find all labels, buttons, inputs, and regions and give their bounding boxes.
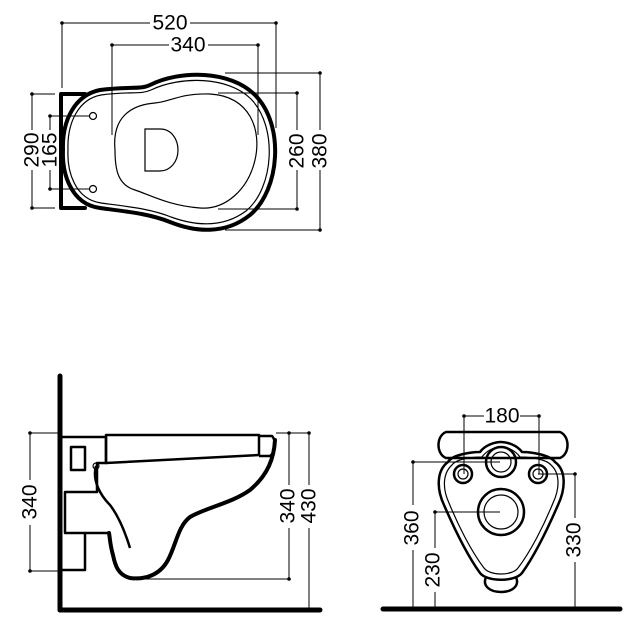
dimension-opening-length: 340 [110,34,260,135]
dimension-opening-width: 260 [218,91,309,211]
front-view: 180 360 230 330 [380,405,623,612]
side-view: 340 340 430 [19,373,323,613]
dimension-label: 180 [484,405,519,428]
dimension-label: 290 [21,132,44,167]
flush-box [69,445,87,472]
bowl-profile [107,438,277,581]
dimension-label: 330 [563,522,586,557]
bolt-hole-left [452,463,474,485]
dimension-bolt-height: 330 [538,472,586,609]
seat-opening [114,93,258,209]
hinge-pin [92,462,100,470]
dimension-outlet-height: 230 [422,510,500,609]
seat [104,433,261,465]
dimension-fixing-spacing: 180 [462,405,541,474]
bowl-inner-curve [93,465,132,549]
fixing-hole-bottom [88,184,98,194]
bowl-outline [60,72,278,232]
dimension-label: 340 [19,484,42,519]
dimension-fixing-height: 340 [19,431,60,573]
dimension-label: 230 [422,552,445,587]
dimension-label: 520 [152,12,187,35]
dimension-fixing-holes-spacing: 165 [39,114,90,191]
dimension-overall-width: 380 [225,71,332,232]
top-view: 520 340 290 165 260 [21,12,332,232]
bottom-nub [483,576,519,594]
outlet-shape [144,128,179,172]
bolt-hole-left-inner [457,468,469,480]
dimension-label: 340 [170,34,205,57]
dimension-inlet-height: 360 [401,460,500,609]
dimension-label: 360 [401,510,424,545]
dimension-overall-length: 520 [60,12,278,128]
dimension-label: 260 [286,133,309,168]
dimension-plate-height: 290 [21,92,55,210]
dimension-bowl-bottom-height: 340 [140,431,300,581]
bowl-rim-inner [67,79,270,225]
bracket-lower [61,533,87,572]
dimension-label: 430 [298,488,321,523]
rim [437,430,569,460]
fixing-hole-top [88,111,98,121]
dimension-rim-height: 430 [289,431,321,609]
dimension-label: 165 [39,132,62,167]
bowl-front-outline [437,440,565,581]
dimension-label: 380 [309,133,332,168]
dimension-label: 340 [277,488,300,523]
